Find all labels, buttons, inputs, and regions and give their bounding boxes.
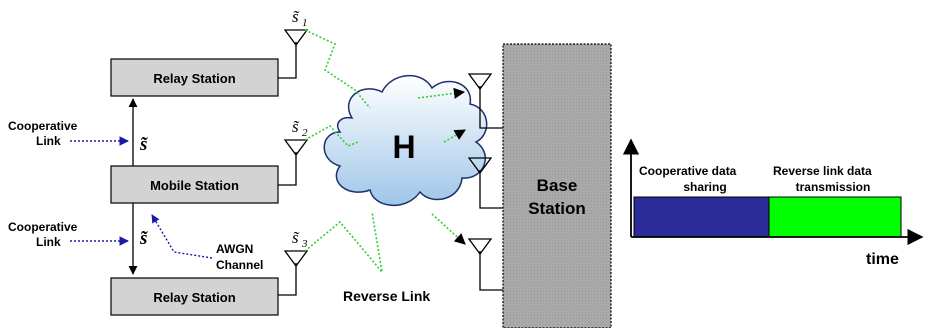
coop-bottom-line1: Cooperative <box>8 220 78 234</box>
relay-station-top: Relay Station <box>110 58 279 97</box>
svg-text:s̃: s̃ <box>292 117 300 136</box>
symbol-s2: s̃ 2 <box>292 117 308 139</box>
svg-text:2: 2 <box>302 127 308 139</box>
phase1-label-line2: sharing <box>683 180 726 194</box>
svg-text:3: 3 <box>301 238 308 250</box>
time-axis-label: time <box>866 251 899 268</box>
bs-antenna-3 <box>467 238 503 291</box>
coop-bottom-line2: Link <box>36 235 61 249</box>
cooperative-link-top: Cooperative Link <box>8 119 129 148</box>
base-station: Base Station <box>502 43 612 328</box>
awgn-channel: AWGN Channel <box>151 214 263 272</box>
base-station-label-line1: Base <box>537 176 578 195</box>
antenna-mobile <box>278 139 309 186</box>
phase-reverse-bar <box>768 196 902 238</box>
relay-station-top-label: Relay Station <box>153 71 235 86</box>
link-s1-to-cloud <box>304 29 371 109</box>
symbol-s3: s̃ 3 <box>292 228 308 250</box>
phase-cooperative-bar <box>633 196 770 238</box>
link-s2-to-cloud <box>304 124 359 147</box>
wireless-links <box>304 29 466 275</box>
reverse-link-label: Reverse Link <box>343 288 430 304</box>
s-tilde-bottom: s̃ <box>139 228 148 249</box>
svg-text:1: 1 <box>302 17 308 29</box>
relay-station-bottom-label: Relay Station <box>153 290 235 305</box>
phase1-label-line1: Cooperative data <box>639 164 737 178</box>
awgn-line2: Channel <box>216 258 263 272</box>
mobile-station: Mobile Station <box>110 165 279 204</box>
base-station-label-line2: Station <box>528 199 586 218</box>
relay-station-bottom: Relay Station <box>110 277 279 316</box>
antenna-relay-bottom <box>278 250 309 296</box>
base-station-antennas <box>467 73 503 291</box>
coop-top-line1: Cooperative <box>8 119 78 133</box>
timeline: Cooperative data sharing Reverse link da… <box>622 138 924 268</box>
mobile-station-label: Mobile Station <box>150 178 239 193</box>
phase2-label-line1: Reverse link data <box>773 164 872 178</box>
s-tilde-top: s̃ <box>139 134 148 155</box>
awgn-line1: AWGN <box>216 242 253 256</box>
coop-top-line2: Link <box>36 134 61 148</box>
cloud-label-h: H <box>392 129 415 165</box>
link-cloud-to-bs4 <box>431 213 466 245</box>
awgn-arrow <box>151 214 213 259</box>
symbol-s1: s̃ 1 <box>292 7 308 29</box>
phase2-label-line2: transmission <box>796 180 871 194</box>
bs-antenna-1 <box>467 73 503 129</box>
cooperative-link-bottom: Cooperative Link <box>8 220 129 249</box>
link-s3-to-cloud <box>304 211 384 275</box>
bs-antenna-2 <box>467 157 503 209</box>
channel-cloud: H <box>323 74 488 207</box>
link-cloud-to-bs2 <box>443 129 466 143</box>
svg-text:s̃: s̃ <box>292 7 300 26</box>
svg-text:s̃: s̃ <box>292 228 300 247</box>
antenna-relay-top <box>278 29 309 79</box>
